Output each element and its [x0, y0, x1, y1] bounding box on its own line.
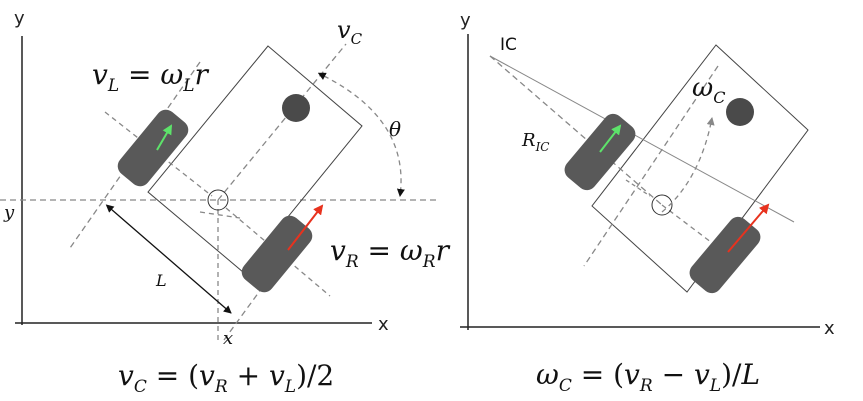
right-center-marker — [651, 194, 673, 216]
theta-arc — [317, 72, 405, 197]
vc-label: vC — [337, 16, 363, 48]
right-diagram: y x IC ωC RIC ω — [460, 10, 835, 396]
right-axis-y-label: y — [460, 10, 471, 31]
left-diagram: y x vC — [0, 8, 451, 397]
right-axis-x-label: x — [824, 318, 835, 339]
wheelbase-dimension — [105, 204, 232, 314]
ic-center-dash — [489, 55, 663, 206]
theta-label: θ — [389, 117, 401, 141]
left-tick-x: x — [223, 328, 233, 349]
left-front-dot — [282, 94, 310, 122]
left-wheel — [117, 109, 189, 187]
ic-label: IC — [500, 35, 517, 55]
vc-formula: vC = (vR + vL)/2 — [118, 359, 334, 397]
right-diagram-right-wheel — [689, 216, 761, 294]
right-small-dash — [625, 179, 651, 197]
right-wheel-velocity-arrow — [287, 204, 324, 251]
vl-equation: vL = ωLr — [92, 58, 210, 96]
left-heading-line — [217, 43, 347, 201]
left-tick-y: y — [3, 202, 15, 223]
left-axis-x-label: x — [378, 314, 389, 335]
omega-c-label: ωC — [692, 73, 725, 107]
omega-rotation-arrow — [661, 117, 715, 213]
wheelbase-label: L — [155, 271, 167, 290]
right-diagram-red-arrow — [727, 203, 770, 253]
left-wheel-velocity-arrow — [156, 124, 173, 151]
omega-formula: ωC = (vR − vL)/L — [536, 358, 760, 396]
right-wheel — [241, 215, 313, 293]
vr-equation: vR = ωRr — [330, 234, 451, 272]
right-front-dot — [726, 98, 754, 126]
right-wheel-perp-line — [225, 207, 331, 297]
right-wheel-axis-dash — [583, 65, 719, 267]
right-robot-body — [591, 44, 809, 293]
ric-label: RIC — [521, 130, 549, 154]
right-diagram-green-arrow — [599, 124, 622, 153]
left-wheel-perp-line — [104, 111, 213, 197]
left-axis-y-label: y — [14, 8, 25, 29]
ic-radius-line — [489, 55, 795, 223]
